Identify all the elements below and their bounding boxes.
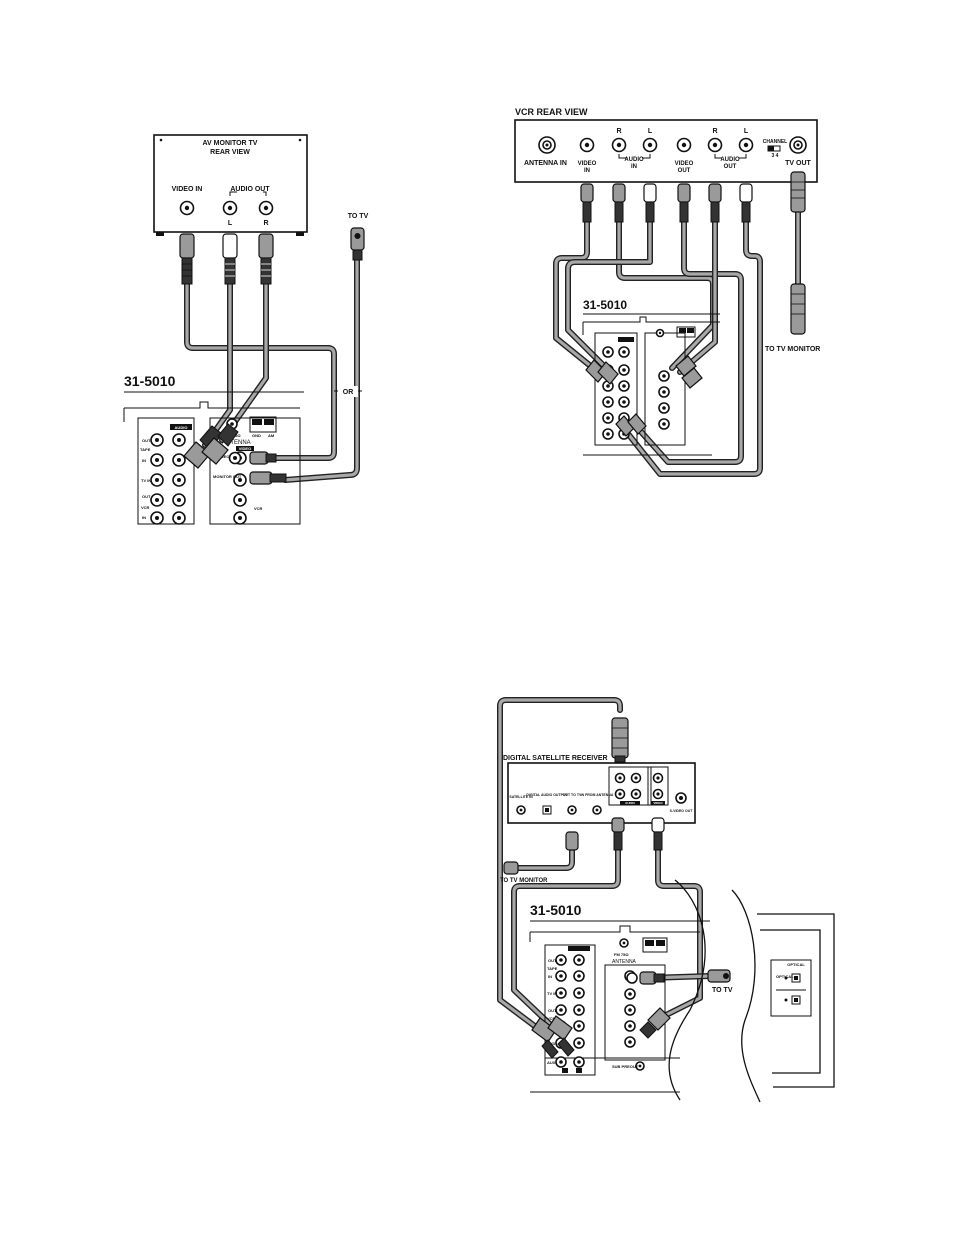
av-monitor-tv: AV MONITOR TV REAR VIEW VIDEO IN AUDIO O… [153,134,308,236]
svg-text:FM 75Ω: FM 75Ω [614,952,629,957]
satellite-receiver-panel: AUDIO VIDEO SATELLITE IN DIGITAL AUDIO O… [507,762,696,824]
d3-to-tv-monitor-label: TO TV MONITOR [500,878,548,884]
svg-text:AUDIO: AUDIO [625,801,635,805]
svg-text:VIDEO: VIDEO [675,161,694,167]
svg-text:CHANNEL: CHANNEL [763,139,787,145]
d1-audio-tag [170,424,192,430]
d1-receiver-plugs [183,423,287,485]
tv-audio-out-label: AUDIO OUT [230,186,270,193]
diagram-av-monitor: AV MONITOR TV REAR VIEW VIDEO IN AUDIO O… [123,134,369,525]
svg-text:OUT: OUT [142,494,151,499]
tv-cutout: OPTICAL OPTICAL [668,879,835,1103]
svg-text:TV IN: TV IN [547,991,557,996]
vcr-tv-out-label: TV OUT [785,160,811,167]
d2-receiver: 31-5010 [582,298,720,456]
svg-text:S-VIDEO OUT: S-VIDEO OUT [213,454,240,459]
d3-plugs [503,817,665,875]
vcr-rear-panel: ANTENNA IN R L R L VIDEO IN AUDIO IN VID… [514,119,818,183]
d1-cables [184,257,360,483]
d2-to-tv-monitor-label: TO TV MONITOR [765,346,820,353]
svg-text:OUT: OUT [142,438,151,443]
svg-text:VCR: VCR [141,505,150,510]
svg-text:IN FROM ANTENNA: IN FROM ANTENNA [581,793,614,797]
tv-rear-panel [153,134,308,233]
d2-rca-plugs [580,171,806,335]
svg-text:OUT TO TV: OUT TO TV [563,793,582,797]
svg-text:OUT: OUT [724,164,737,170]
svg-text:IN: IN [548,974,552,979]
svg-text:OUT: OUT [678,168,691,174]
svg-text:3 4: 3 4 [772,153,779,159]
svg-text:VIDEO: VIDEO [239,446,251,451]
tv-right-label: R [263,220,268,227]
digital-audio-optical-jack [542,805,552,815]
svg-text:TV IN: TV IN [141,478,151,483]
rca-plug-video [179,233,195,285]
svg-text:OPTICAL: OPTICAL [787,962,805,967]
tv-title-1: AV MONITOR TV [203,140,258,147]
svg-text:OUT: OUT [548,1008,557,1013]
svg-text:GND: GND [252,433,261,438]
d1-rca-plugs [179,233,274,285]
svg-text:AUDIO: AUDIO [720,157,740,163]
svg-text:OPTICAL: OPTICAL [776,974,794,979]
d3-to-tv-label: TO TV [712,987,733,994]
svg-text:VCR: VCR [547,1016,556,1021]
satellite-title: DIGITAL SATELLITE RECEIVER [503,755,608,762]
svg-text:AM: AM [268,433,275,438]
svg-text:R: R [712,128,717,135]
d2-to-tv-monitor-plug [790,283,806,335]
svg-text:VIDEO: VIDEO [653,801,663,805]
tv-optical-panel [770,959,812,1017]
d1-antenna-label: ANTENNA [222,440,251,446]
d3-satellite-coax-plug [611,717,629,763]
vcr-antenna-in-label: ANTENNA IN [524,160,567,167]
svg-text:R: R [616,128,621,135]
rca-plug-audio-l [222,233,238,285]
tv-left-label: L [228,220,233,227]
svg-text:AUDIO: AUDIO [624,157,644,163]
d1-to-tv: TO TV [348,213,369,261]
d1-receiver: 31-5010 AUDIO [123,373,304,525]
svg-text:IN: IN [584,168,590,174]
svg-text:TAPE: TAPE [547,966,558,971]
svg-text:IN: IN [142,458,146,463]
rca-plug-audio-r [258,233,274,285]
svg-text:ANTENNA: ANTENNA [612,959,637,965]
tv-video-in-label: VIDEO IN [172,186,203,193]
d3-to-tv-plug [707,969,731,983]
svg-text:IN: IN [631,164,637,170]
d2-model-label: 31-5010 [583,298,627,312]
svg-text:AUDIO: AUDIO [175,425,188,430]
vcr-title: VCR REAR VIEW [515,107,588,117]
d1-antenna-terminal [249,416,277,433]
d1-or-label: OR [343,389,354,396]
diagram-vcr: VCR REAR VIEW ANTENNA IN R L [514,107,820,477]
tv-title-2: REAR VIEW [210,149,250,156]
d3-model-label: 31-5010 [530,902,582,918]
d2-receiver-jacks [602,346,670,440]
svg-text:OUT: OUT [548,958,557,963]
svg-text:VIDEO: VIDEO [578,161,597,167]
d1-to-tv-label: TO TV [348,213,369,220]
svg-text:SUB PREOUT: SUB PREOUT [612,1064,639,1069]
d2-cables [553,209,801,477]
svg-text:DIGITAL AUDIO OUTPUT: DIGITAL AUDIO OUTPUT [526,793,568,797]
svg-text:AUX: AUX [547,1060,556,1065]
svg-text:SATELLITE IN: SATELLITE IN [509,795,533,799]
svg-text:S-VIDEO OUT: S-VIDEO OUT [670,809,694,813]
svg-text:L: L [744,128,749,135]
svg-text:IN: IN [142,515,146,520]
svg-text:TAPE: TAPE [140,447,151,452]
svg-text:MONITOR OUT: MONITOR OUT [213,474,242,479]
d1-model-label: 31-5010 [124,373,176,389]
d1-receiver-jacks [150,418,247,525]
diagram-satellite: DIGITAL SATELLITE RECEIVER AUDIO VIDEO S… [497,697,835,1103]
svg-text:L: L [648,128,653,135]
d3-receiver: 31-5010 FM 75Ω ANTENNA [529,902,731,1093]
svg-text:VCR: VCR [254,506,263,511]
